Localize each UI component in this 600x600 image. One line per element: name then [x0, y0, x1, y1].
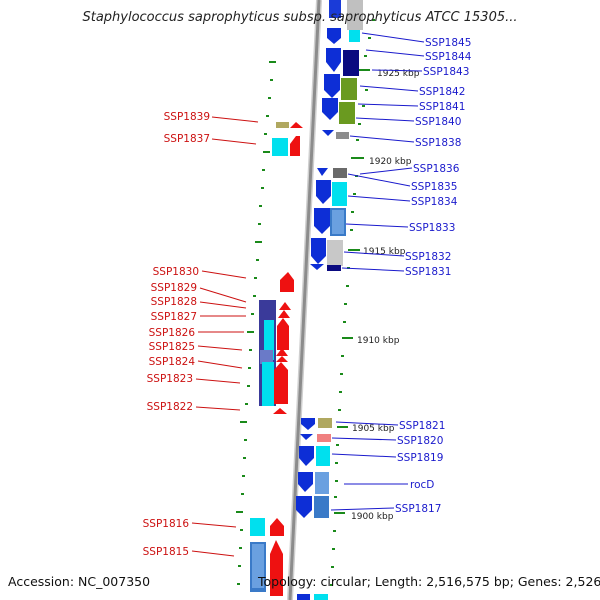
forward-labels: SSP1845 SSP1844 SSP1843 SSP1842 SSP1841 … [395, 37, 472, 515]
minor-ticks-left [236, 61, 276, 585]
gene-label-ssp1825[interactable]: SSP1825 [149, 341, 195, 353]
gene-label-ssp1844[interactable]: SSP1844 [425, 51, 472, 63]
gene-label-ssp1845[interactable]: SSP1845 [425, 37, 471, 49]
gene-label-ssp1827[interactable]: SSP1827 [151, 311, 197, 323]
gene-label-ssp1836[interactable]: SSP1836 [413, 163, 460, 175]
reverse-leaders [191, 116, 259, 557]
gene-label-ssp1823[interactable]: SSP1823 [147, 373, 193, 385]
gene-label-ssp1835[interactable]: SSP1835 [411, 181, 457, 193]
gene-label-ssp1828[interactable]: SSP1828 [151, 296, 197, 308]
gene-label-rocd[interactable]: rocD [410, 479, 434, 491]
gene-label-ssp1826[interactable]: SSP1826 [149, 327, 196, 339]
gene-label-ssp1817[interactable]: SSP1817 [395, 503, 441, 515]
gene-label-ssp1829[interactable]: SSP1829 [151, 282, 197, 294]
kbp-label-1920: 1920 kbp [369, 157, 412, 167]
forward-features [296, 0, 363, 600]
gene-label-ssp1816[interactable]: SSP1816 [143, 518, 190, 530]
gene-label-ssp1815[interactable]: SSP1815 [143, 546, 189, 558]
gene-label-ssp1841[interactable]: SSP1841 [419, 101, 465, 113]
gene-label-ssp1831[interactable]: SSP1831 [405, 266, 451, 278]
forward-leaders [330, 32, 425, 511]
gene-label-ssp1838[interactable]: SSP1838 [415, 137, 461, 149]
gene-label-ssp1830[interactable]: SSP1830 [153, 266, 199, 278]
genome-backbone-core [288, 0, 321, 600]
gene-label-ssp1833[interactable]: SSP1833 [409, 222, 455, 234]
gene-label-ssp1842[interactable]: SSP1842 [419, 86, 465, 98]
kbp-label-1900: 1900 kbp [351, 512, 394, 522]
gene-label-ssp1837[interactable]: SSP1837 [164, 133, 210, 145]
gene-label-ssp1843[interactable]: SSP1843 [423, 66, 469, 78]
gene-label-ssp1832[interactable]: SSP1832 [405, 251, 451, 263]
kbp-label-1915: 1915 kbp [363, 247, 406, 257]
gene-label-ssp1819[interactable]: SSP1819 [397, 452, 443, 464]
gene-label-ssp1840[interactable]: SSP1840 [415, 116, 461, 128]
genome-summary: Topology: circular; Length: 2,516,575 bp… [258, 574, 600, 589]
accession-label: Accession: NC_007350 [8, 574, 151, 589]
gene-label-ssp1820[interactable]: SSP1820 [397, 435, 443, 447]
reverse-features [250, 122, 303, 596]
gene-label-ssp1824[interactable]: SSP1824 [149, 356, 196, 368]
kbp-label-1910: 1910 kbp [357, 336, 400, 346]
gene-label-ssp1834[interactable]: SSP1834 [411, 196, 458, 208]
kbp-label-1905: 1905 kbp [352, 424, 395, 434]
kbp-label-1925: 1925 kbp [377, 69, 420, 79]
map-title: Staphylococcus saprophyticus subsp. sapr… [82, 10, 518, 25]
gene-label-ssp1839[interactable]: SSP1839 [164, 111, 210, 123]
gene-label-ssp1821[interactable]: SSP1821 [399, 420, 445, 432]
gene-label-ssp1822[interactable]: SSP1822 [147, 401, 193, 413]
reverse-labels: SSP1839 SSP1837 SSP1830 SSP1829 SSP1828 … [143, 111, 210, 558]
